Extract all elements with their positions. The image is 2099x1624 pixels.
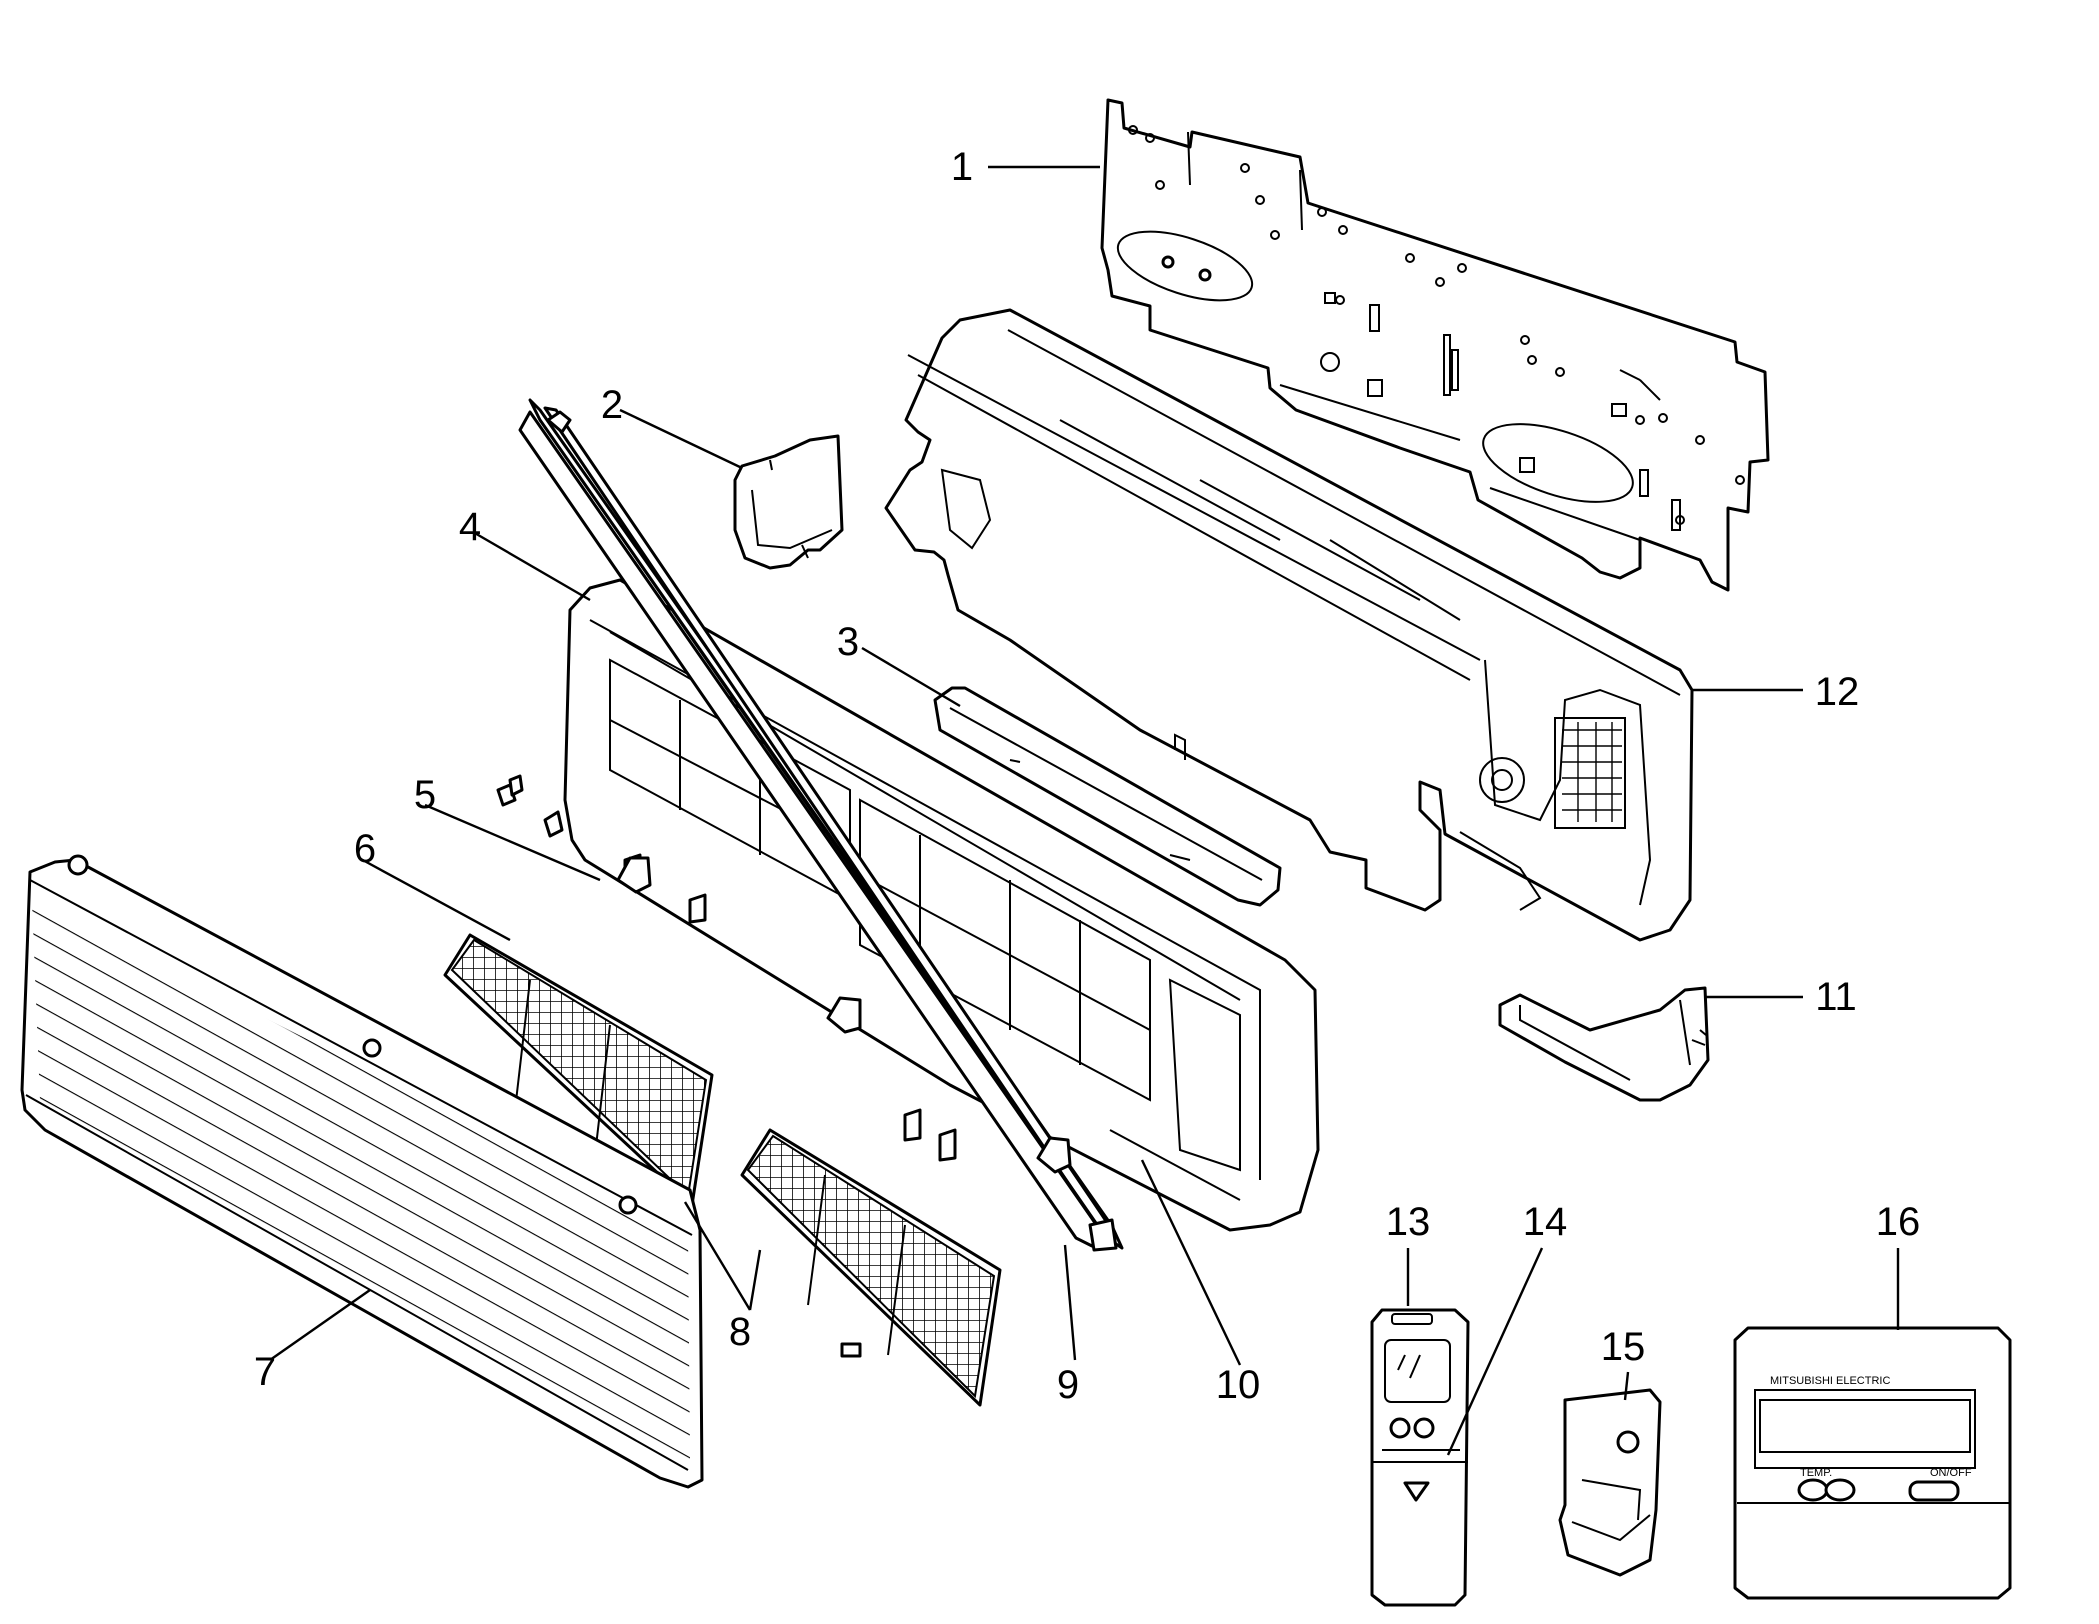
callout-16: 16 — [1876, 1200, 1921, 1244]
controller-brand: MITSUBISHI ELECTRIC — [1770, 1375, 1890, 1387]
mounting-plate — [1100, 98, 1770, 592]
controller-onoff-label: ON/OFF — [1930, 1467, 1972, 1479]
callout-labels: 1 2 3 4 5 6 7 8 9 10 11 12 13 14 15 16 — [254, 145, 1920, 1407]
front-grille — [20, 854, 704, 1489]
right-side-clip — [1498, 986, 1710, 1102]
callout-10: 10 — [1216, 1363, 1261, 1407]
callout-1: 1 — [951, 145, 973, 189]
callout-15: 15 — [1601, 1325, 1646, 1369]
callout-6: 6 — [354, 827, 376, 871]
temp-down-button[interactable] — [1797, 1478, 1829, 1502]
callout-3: 3 — [837, 620, 859, 664]
center-bracket — [933, 686, 1282, 907]
callout-8: 8 — [729, 1310, 751, 1354]
callout-5: 5 — [414, 773, 436, 817]
leader-lines — [269, 165, 1900, 1456]
callout-7: 7 — [254, 1350, 276, 1394]
callout-2: 2 — [601, 383, 623, 427]
callout-11: 11 — [1815, 975, 1857, 1019]
remote-holder — [1558, 1388, 1662, 1577]
callout-4: 4 — [459, 505, 481, 549]
vane-louver — [496, 398, 1124, 1252]
left-side-clip — [733, 434, 844, 570]
wired-controller: MITSUBISHI ELECTRIC TEMP. ON/OFF — [1733, 1326, 2012, 1600]
callout-12: 12 — [1815, 670, 1860, 714]
controller-temp-label: TEMP. — [1800, 1467, 1832, 1479]
louver-clips — [616, 856, 1072, 1174]
temp-up-button[interactable] — [1824, 1478, 1856, 1502]
remote-control — [1370, 1308, 1470, 1607]
callout-9: 9 — [1057, 1363, 1079, 1407]
chassis-body — [884, 308, 1694, 942]
callout-14: 14 — [1523, 1200, 1568, 1244]
callout-13: 13 — [1386, 1200, 1431, 1244]
onoff-button[interactable] — [1908, 1480, 1960, 1502]
air-filter-right — [740, 1128, 1002, 1407]
